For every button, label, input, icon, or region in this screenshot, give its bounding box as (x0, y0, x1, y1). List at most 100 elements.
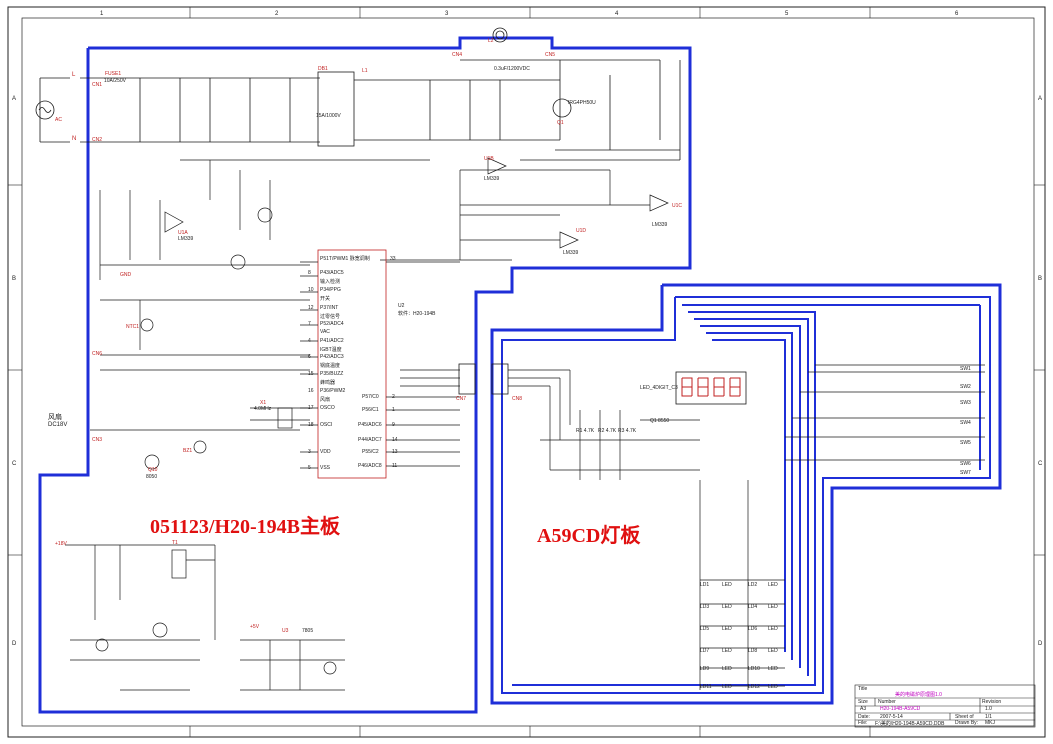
lamp-key-5: SW5 (960, 440, 971, 446)
lamp-led-10: LD10 (748, 666, 760, 672)
bridge-val: 15A/1000V (316, 113, 341, 119)
lamp-led-12: LD12 (748, 684, 760, 690)
title-block-date-label: Date: (858, 714, 870, 720)
mcu-pin-r0-name: P57/C0 (362, 394, 379, 400)
mcu-pin-l2-desc: 过零信号 (320, 314, 341, 320)
fan-voltage: DC18V (48, 422, 68, 428)
lamp-led-2: LD2 (748, 582, 758, 588)
ntc-label: NTC1 (126, 324, 140, 330)
cn-links (508, 369, 700, 480)
title-block-revision: 1.0 (985, 706, 992, 712)
border-row-d-right: D (1038, 641, 1043, 647)
mcu-pin-r3-num: 14 (392, 437, 398, 443)
sheet-border-outer (7, 6, 1046, 738)
title-block-number: H20-194B-A59CD (880, 706, 921, 712)
crystal-val: 4.0MHz (254, 406, 272, 412)
lamp-key-4: SW4 (960, 420, 971, 426)
lamp-led-8: LD8 (748, 648, 758, 654)
lamp-led-val-2: LED (768, 582, 778, 588)
lamp-key-3: SW3 (960, 400, 971, 406)
title-block (854, 684, 1036, 728)
mcu-pin-l1-desc: 开关 (320, 296, 331, 302)
connector-cn1: CN1 (92, 82, 103, 88)
border-row-c: C (12, 461, 17, 467)
lamp-board-bus (501, 296, 991, 694)
lm339-a-val: LM339 (178, 236, 194, 242)
lamp-key-1: SW1 (960, 366, 971, 372)
lamp-board-label: A59CD灯板 (537, 525, 641, 547)
mcu-pin-l3-desc: VAC (320, 329, 330, 335)
connector-n: N (72, 136, 77, 142)
lamp-led-4: LD4 (748, 604, 758, 610)
mcu-pin-l0-name: P43/ADC5 (320, 270, 344, 276)
fuse-val: 10A/250V (104, 78, 126, 84)
title-block-size-label: Size (858, 699, 868, 705)
vcc5-label: +5V (250, 624, 260, 630)
lamp-transistor: Q1 8550 (650, 418, 670, 424)
mcu-pin-l11-num: 5 (308, 465, 311, 471)
mcu-pin-l0-desc: 输入检测 (320, 279, 341, 285)
mcu-pin-r2-num: 9 (392, 422, 395, 428)
mcu-pin-top: 33 (390, 256, 396, 262)
transformer-ref: T1 (172, 540, 178, 546)
mcu-pin-l1-num: 10 (308, 287, 314, 293)
control-wiring (90, 157, 669, 470)
border-col-4: 4 (615, 11, 619, 17)
title-block-sheet: 1/1 (985, 714, 992, 720)
display-val: LED_4DIGIT_C3 (640, 385, 678, 391)
title-block-file-label: File: (858, 720, 868, 726)
regulator-ref: U3 (282, 628, 289, 634)
border-row-b: B (12, 276, 16, 282)
border-col-5: 5 (785, 11, 789, 17)
buzzer-ref: BZ1 (183, 448, 193, 454)
border-col-2: 2 (275, 11, 279, 17)
mcu-pin-l0-num: 8 (308, 270, 311, 276)
sheet-border-inner (21, 17, 1035, 727)
main-board-outline (38, 36, 692, 714)
lm339-a-ref: U1A (178, 230, 188, 236)
connector-l: L (72, 72, 76, 78)
gnd-label: GND (120, 272, 132, 278)
lamp-led-val-1: LED (722, 582, 732, 588)
title-block-file: F:\美的\H20-194B-A59CD.DDB (875, 721, 945, 727)
mcu-pin-r1-num: 1 (392, 407, 395, 413)
mcu-pin-l6-num: 15 (308, 371, 314, 377)
lamp-key-6: SW6 (960, 461, 971, 467)
title-block-size: A3 (860, 706, 867, 712)
lamp-led-9: LD9 (700, 666, 710, 672)
connector-cn7: CN7 (456, 396, 467, 402)
fan-label: 风扇 (48, 414, 62, 421)
border-row-c-right: C (1038, 461, 1043, 467)
lamp-led-3: LD3 (700, 604, 710, 610)
mcu-pin-l5-name: P42/ADC3 (320, 354, 344, 360)
lamp-led-11: LD11 (700, 684, 712, 690)
mcu-pin-lines (300, 261, 460, 469)
regulator-val: 7805 (302, 628, 314, 634)
lm339-d-val: LM339 (563, 250, 579, 256)
led-matrix-wires (699, 480, 785, 690)
lamp-led-val-6: LED (768, 626, 778, 632)
mcu-pin-l9-num: 18 (308, 422, 314, 428)
mcu-pin-r3-name: P44/ADC7 (358, 437, 382, 443)
lamp-led-val-11: LED (722, 684, 732, 690)
mcu-pin-l10-num: 3 (308, 449, 311, 455)
lamp-key-2: SW2 (960, 384, 971, 390)
connector-cn3: CN3 (92, 437, 103, 443)
mcu-pin-l10-name: VDD (320, 449, 331, 455)
mcu-pin-r5-num: 11 (392, 463, 398, 469)
lamp-led-val-5: LED (722, 626, 732, 632)
fan-transistor-val: 8050 (146, 474, 158, 480)
lamp-led-val-12: LED (768, 684, 778, 690)
mcu-pin-l1-name: P34/PPG (320, 287, 341, 293)
mcu-pin-l2-num: 12 (308, 305, 314, 311)
mcu-pin-r5-name: P46/ADC8 (358, 463, 382, 469)
lm339-b-val: LM339 (484, 176, 500, 182)
title-block-title-label: Title (858, 686, 868, 692)
title-block-date: 2007-5-14 (880, 714, 903, 720)
led-display (675, 371, 747, 405)
border-col-1: 1 (100, 11, 104, 17)
lm339-d-ref: U1D (576, 228, 587, 234)
lamp-led-val-8: LED (768, 648, 778, 654)
lm339-b-ref: U1B (484, 156, 494, 162)
mcu-pin-l6-name: P35/BUZZ (320, 371, 344, 377)
